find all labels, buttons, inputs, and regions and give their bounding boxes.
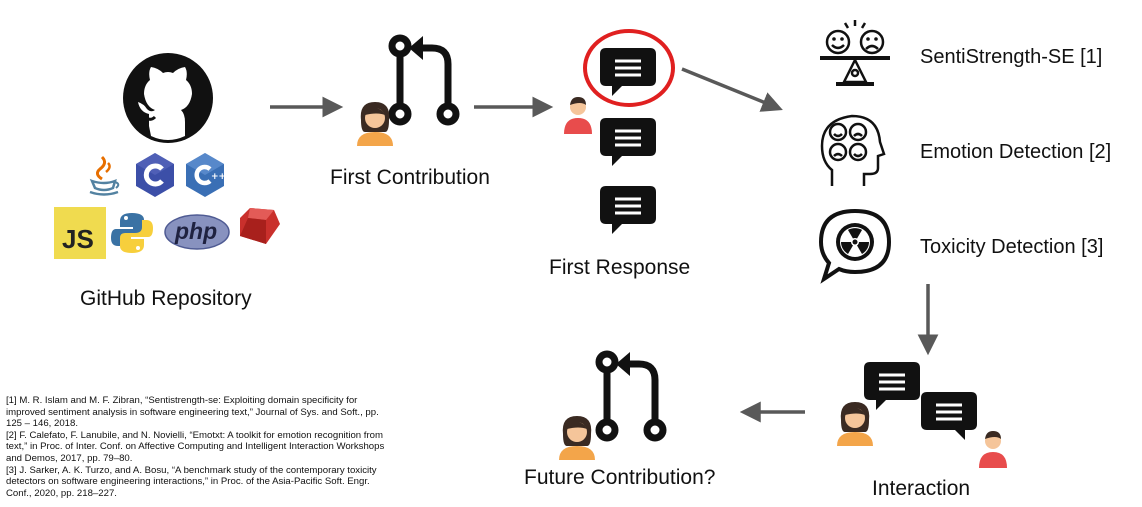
emotion-heads-icon <box>820 114 886 186</box>
c-language-icon <box>136 153 174 197</box>
chat-bubble-icon <box>600 48 656 96</box>
tool-label-sentistrength: SentiStrength-SE [1] <box>920 46 1103 68</box>
interaction-label: Interaction <box>872 477 971 500</box>
pull-request-icon <box>388 34 460 126</box>
arrow-response-to-tools <box>681 67 783 112</box>
first-contribution-label: First Contribution <box>330 166 490 189</box>
python-icon <box>111 213 153 253</box>
male-responder-icon <box>564 97 592 134</box>
github-repository-label: GitHub Repository <box>80 287 252 310</box>
female-contributor-icon <box>357 102 393 146</box>
java-icon <box>89 155 120 196</box>
cpp-language-icon: ++ <box>186 153 226 197</box>
future-contribution-label: Future Contribution? <box>524 466 716 489</box>
tool-label-emotion: Emotion Detection [2] <box>920 141 1112 163</box>
chat-bubble-icon <box>921 392 977 440</box>
toxic-speech-bubble-icon <box>818 208 892 284</box>
chat-bubble-icon <box>864 362 920 410</box>
female-contributor-icon <box>837 402 873 446</box>
balance-scale-faces-icon <box>820 20 890 86</box>
reference-3: [3] J. Sarker, A. K. Turzo, and A. Bosu,… <box>6 464 377 499</box>
references: [1] M. R. Islam and M. F. Zibran, “Senti… <box>6 395 386 499</box>
pull-request-icon <box>595 350 667 442</box>
github-logo-icon <box>123 53 213 143</box>
javascript-icon <box>54 207 106 259</box>
reference-2: [2] F. Calefato, F. Lanubile, and N. Nov… <box>6 429 385 464</box>
javascript-label: JS <box>62 224 94 254</box>
female-contributor-icon <box>559 416 595 460</box>
php-icon <box>164 214 230 250</box>
first-response-label: First Response <box>549 256 691 279</box>
ruby-icon <box>240 208 280 244</box>
male-responder-icon <box>979 431 1007 468</box>
reference-1: [1] M. R. Islam and M. F. Zibran, “Senti… <box>6 395 379 430</box>
chat-bubble-icon <box>600 186 656 234</box>
php-label: php <box>175 218 218 244</box>
chat-bubble-icon <box>600 118 656 166</box>
tool-label-toxicity: Toxicity Detection [3] <box>920 236 1104 258</box>
svg-text:++: ++ <box>211 172 226 182</box>
highlight-ring <box>583 29 675 107</box>
